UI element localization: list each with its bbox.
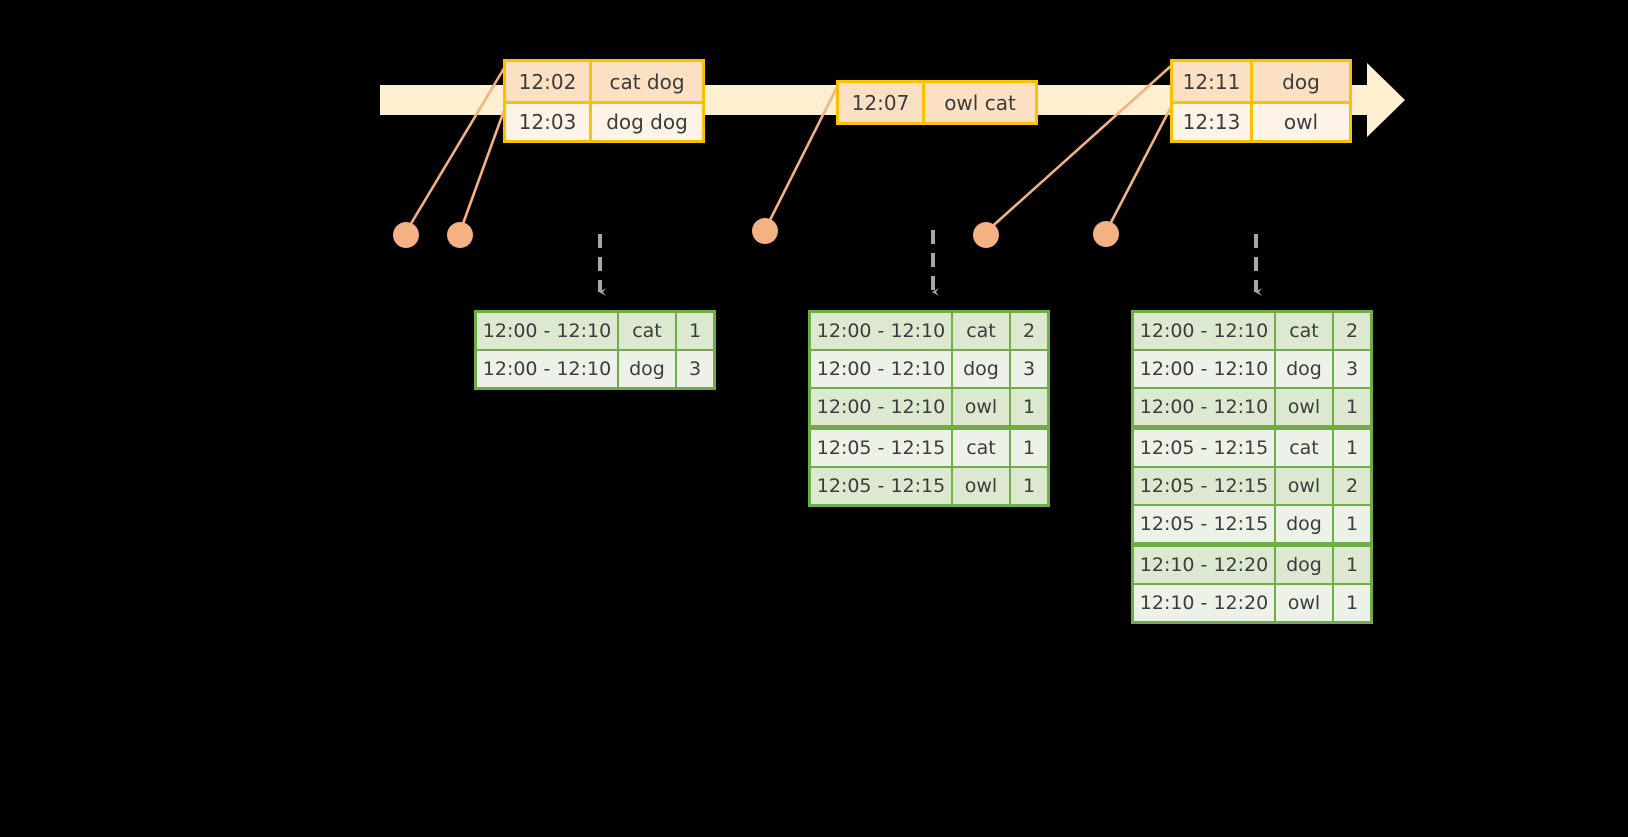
cell-count: 2 <box>1011 313 1047 349</box>
event-dot-1207 <box>752 218 778 244</box>
cell-word: owl <box>1276 468 1332 504</box>
cell-window: 12:05 - 12:15 <box>1134 430 1274 466</box>
cell-word: cat <box>619 313 675 349</box>
event-words: cat dog <box>592 62 702 101</box>
cell-word: dog <box>619 351 675 387</box>
event-dot-1202 <box>393 222 419 248</box>
event-group-2[interactable]: 12:07 owl cat <box>836 80 1038 125</box>
event-time: 12:02 <box>506 62 592 101</box>
cell-count: 1 <box>1011 430 1047 466</box>
event-words: owl <box>1253 104 1349 140</box>
event-row[interactable]: 12:11 dog <box>1173 62 1349 101</box>
cell-count: 2 <box>1334 313 1370 349</box>
cell-word: owl <box>953 468 1009 504</box>
event-dot-1213 <box>1093 221 1119 247</box>
cell-count: 3 <box>1011 351 1047 387</box>
cell-word: cat <box>953 313 1009 349</box>
cell-word: owl <box>1276 585 1332 621</box>
cell-count: 1 <box>677 313 713 349</box>
cell-count: 1 <box>1334 506 1370 542</box>
cell-word: owl <box>1276 389 1332 425</box>
event-marker-dots <box>393 218 1119 248</box>
cell-window: 12:00 - 12:10 <box>1134 313 1274 349</box>
cell-window: 12:10 - 12:20 <box>1134 585 1274 621</box>
event-time: 12:11 <box>1173 62 1253 101</box>
cell-window: 12:05 - 12:15 <box>1134 506 1274 542</box>
cell-word: cat <box>953 430 1009 466</box>
event-dot-1203 <box>447 222 473 248</box>
cell-count: 1 <box>1011 389 1047 425</box>
event-words: dog <box>1253 62 1349 101</box>
event-time: 12:03 <box>506 104 592 140</box>
cell-window: 12:05 - 12:15 <box>811 468 951 504</box>
cell-window: 12:05 - 12:15 <box>1134 468 1274 504</box>
cell-count: 1 <box>1334 547 1370 583</box>
event-dot-1211 <box>973 222 999 248</box>
result-dashed-arrows <box>598 230 1262 296</box>
cell-count: 3 <box>677 351 713 387</box>
cell-word: cat <box>1276 313 1332 349</box>
cell-count: 1 <box>1334 430 1370 466</box>
event-group-3[interactable]: 12:11 dog 12:13 owl <box>1170 59 1352 143</box>
cell-count: 1 <box>1334 389 1370 425</box>
cell-count: 1 <box>1011 468 1047 504</box>
cell-count: 1 <box>1334 585 1370 621</box>
cell-window: 12:00 - 12:10 <box>477 351 617 387</box>
event-words: owl cat <box>925 83 1035 122</box>
cell-word: cat <box>1276 430 1332 466</box>
cell-window: 12:00 - 12:10 <box>811 313 951 349</box>
event-time: 12:13 <box>1173 104 1253 140</box>
event-time: 12:07 <box>839 83 925 122</box>
cell-word: owl <box>953 389 1009 425</box>
cell-window: 12:00 - 12:10 <box>811 389 951 425</box>
cell-word: dog <box>1276 547 1332 583</box>
event-row[interactable]: 12:02 cat dog <box>506 62 702 101</box>
cell-word: dog <box>1276 351 1332 387</box>
cell-count: 3 <box>1334 351 1370 387</box>
cell-window: 12:00 - 12:10 <box>1134 389 1274 425</box>
event-row[interactable]: 12:07 owl cat <box>839 83 1035 122</box>
cell-window: 12:05 - 12:15 <box>811 430 951 466</box>
cell-word: dog <box>953 351 1009 387</box>
cell-count: 2 <box>1334 468 1370 504</box>
cell-window: 12:00 - 12:10 <box>477 313 617 349</box>
cell-word: dog <box>1276 506 1332 542</box>
cell-window: 12:10 - 12:20 <box>1134 547 1274 583</box>
event-row[interactable]: 12:13 owl <box>1173 101 1349 140</box>
cell-window: 12:00 - 12:10 <box>1134 351 1274 387</box>
event-group-1[interactable]: 12:02 cat dog 12:03 dog dog <box>503 59 705 143</box>
event-words: dog dog <box>592 104 702 140</box>
event-row[interactable]: 12:03 dog dog <box>506 101 702 140</box>
cell-window: 12:00 - 12:10 <box>811 351 951 387</box>
